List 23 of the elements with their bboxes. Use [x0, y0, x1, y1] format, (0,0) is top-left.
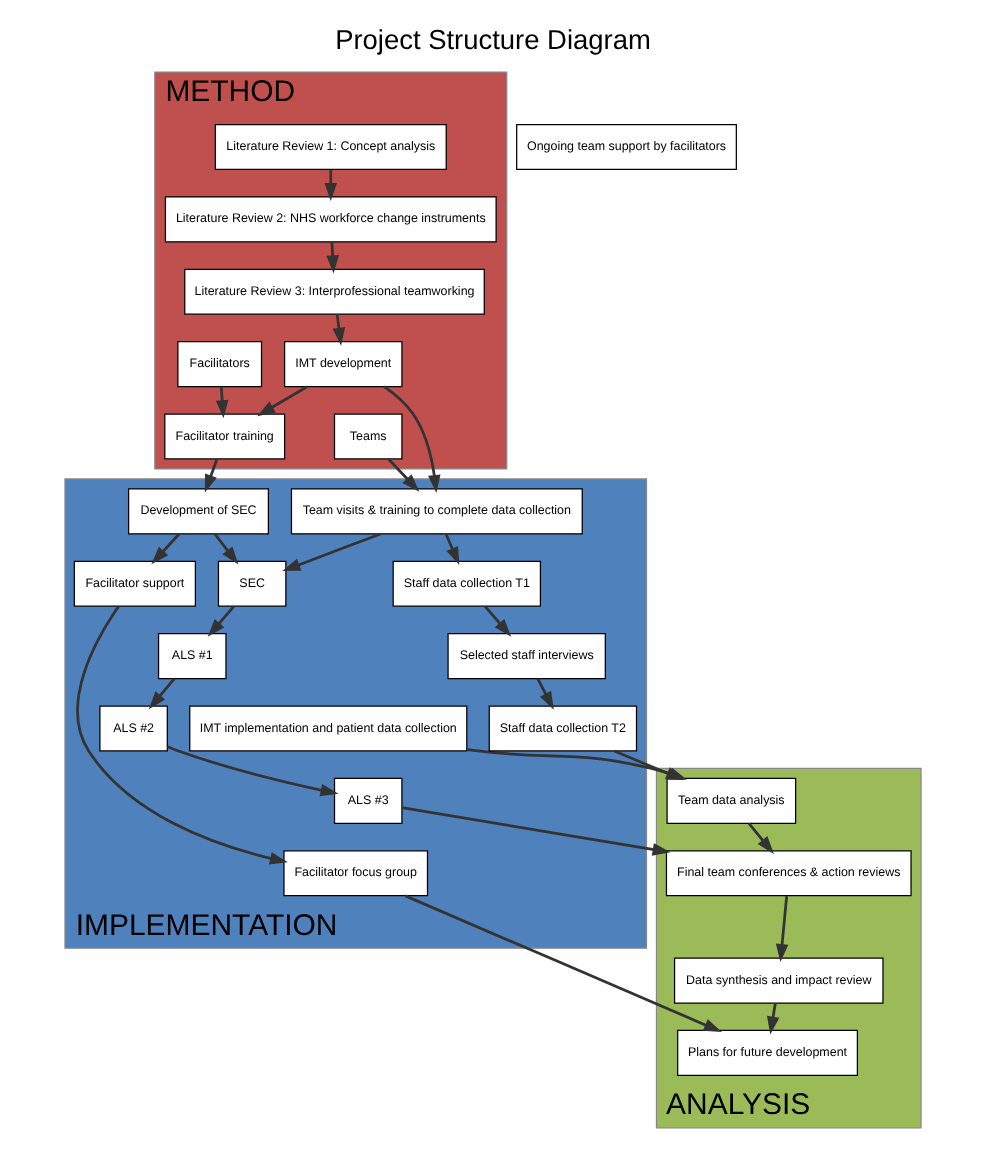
arrow: [401, 806, 671, 856]
arrow: [444, 533, 460, 566]
arrow: [324, 169, 338, 202]
arrow: [167, 745, 339, 797]
arrow: [204, 458, 219, 493]
arrow: [536, 678, 554, 710]
arrow: [148, 677, 176, 710]
arrow: [207, 605, 235, 637]
arrow: [387, 458, 420, 492]
arrow: [76, 605, 288, 865]
diagram-title: Project Structure Diagram: [335, 25, 651, 56]
arrow: [282, 532, 381, 572]
arrow: [766, 1002, 780, 1035]
arrow: [383, 385, 441, 493]
arrow: [213, 533, 239, 565]
arrow: [404, 894, 722, 1033]
arrow: [215, 386, 229, 419]
arrow: [775, 896, 789, 963]
arrow: [151, 533, 181, 565]
arrow: [484, 605, 512, 637]
arrow: [747, 822, 774, 854]
arrow: [332, 314, 346, 346]
arrow: [257, 385, 308, 417]
